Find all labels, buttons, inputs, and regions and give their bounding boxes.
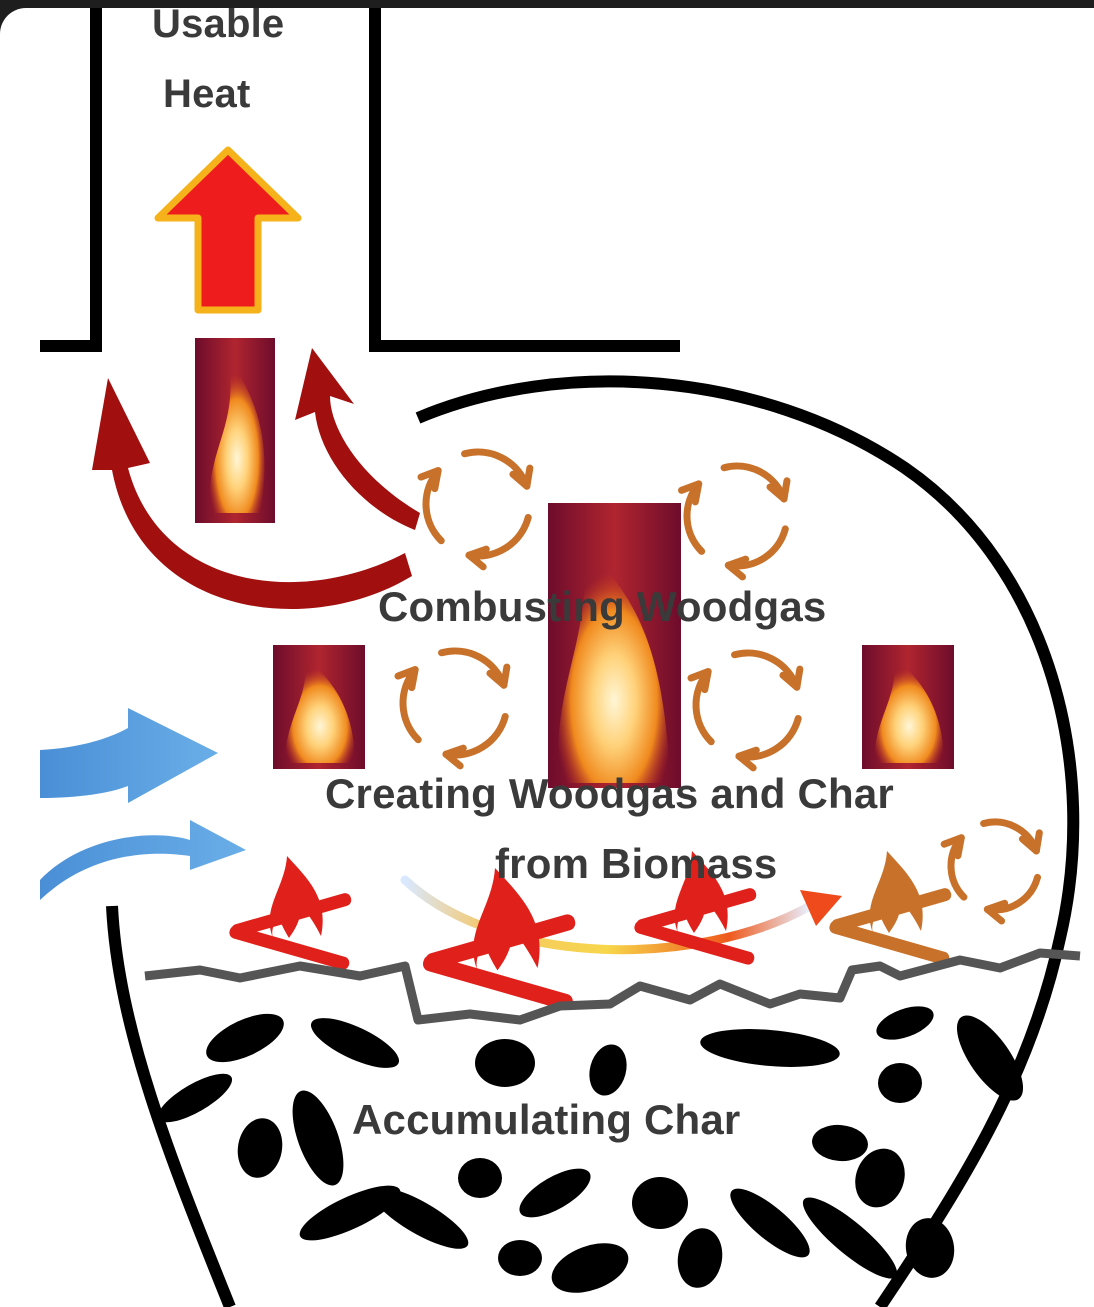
campfire-icon — [421, 868, 577, 1012]
char-piece — [811, 1123, 870, 1164]
flame-panel-center — [548, 503, 681, 788]
char-piece — [305, 1008, 406, 1078]
char-piece — [233, 1115, 287, 1182]
char-piece — [721, 1179, 818, 1268]
char-piece — [545, 1234, 635, 1303]
air-arrow-lower — [40, 820, 246, 900]
campfire-icon — [828, 851, 953, 966]
cycle-arrow-icon — [421, 452, 530, 567]
char-piece — [282, 1084, 354, 1192]
char-piece — [498, 1240, 542, 1276]
char-piece — [475, 1039, 535, 1087]
flame-panel-left — [273, 645, 365, 769]
char-piece — [458, 1158, 502, 1198]
char-piece — [872, 1000, 938, 1047]
char-piece — [632, 1177, 688, 1229]
char-boundary-line — [145, 953, 1080, 1020]
chimney-right-wall — [375, 8, 680, 346]
combusting-woodgas-label: Combusting Woodgas — [378, 583, 826, 631]
char-pieces — [152, 1000, 1035, 1303]
char-piece — [673, 1225, 727, 1292]
chimney-left-wall — [40, 8, 96, 346]
flame-panel-chimney — [195, 338, 275, 523]
char-piece — [199, 1004, 290, 1072]
cycle-arrow-icon — [398, 651, 507, 766]
cycle-arrow-icon — [682, 466, 787, 577]
usable-heat-label-line2: Heat — [163, 72, 251, 117]
heat-sweep-arrow — [405, 880, 842, 950]
char-piece — [512, 1159, 597, 1227]
creating-woodgas-label-line1: Creating Woodgas and Char — [325, 770, 894, 818]
cycle-arrow-icon — [944, 822, 1039, 921]
creating-woodgas-label-line2: from Biomass — [495, 840, 777, 888]
usable-heat-label-line1: Usable — [152, 8, 284, 47]
cycle-arrow-icon — [691, 653, 800, 768]
usable-heat-arrow — [158, 150, 298, 310]
accumulating-char-label: Accumulating Char — [352, 1096, 740, 1144]
diagram-canvas: Usable Heat Combusting Woodgas Creating … — [0, 8, 1094, 1307]
char-piece — [152, 1065, 239, 1131]
char-piece — [699, 1024, 842, 1072]
campfire-icon — [228, 856, 353, 971]
char-piece — [584, 1040, 632, 1100]
air-arrow-upper — [40, 708, 218, 803]
air-inflow-arrows — [40, 708, 246, 900]
flame-panel-right — [862, 645, 954, 769]
char-piece — [878, 1063, 922, 1103]
recirculation-arrow-right — [295, 348, 420, 530]
